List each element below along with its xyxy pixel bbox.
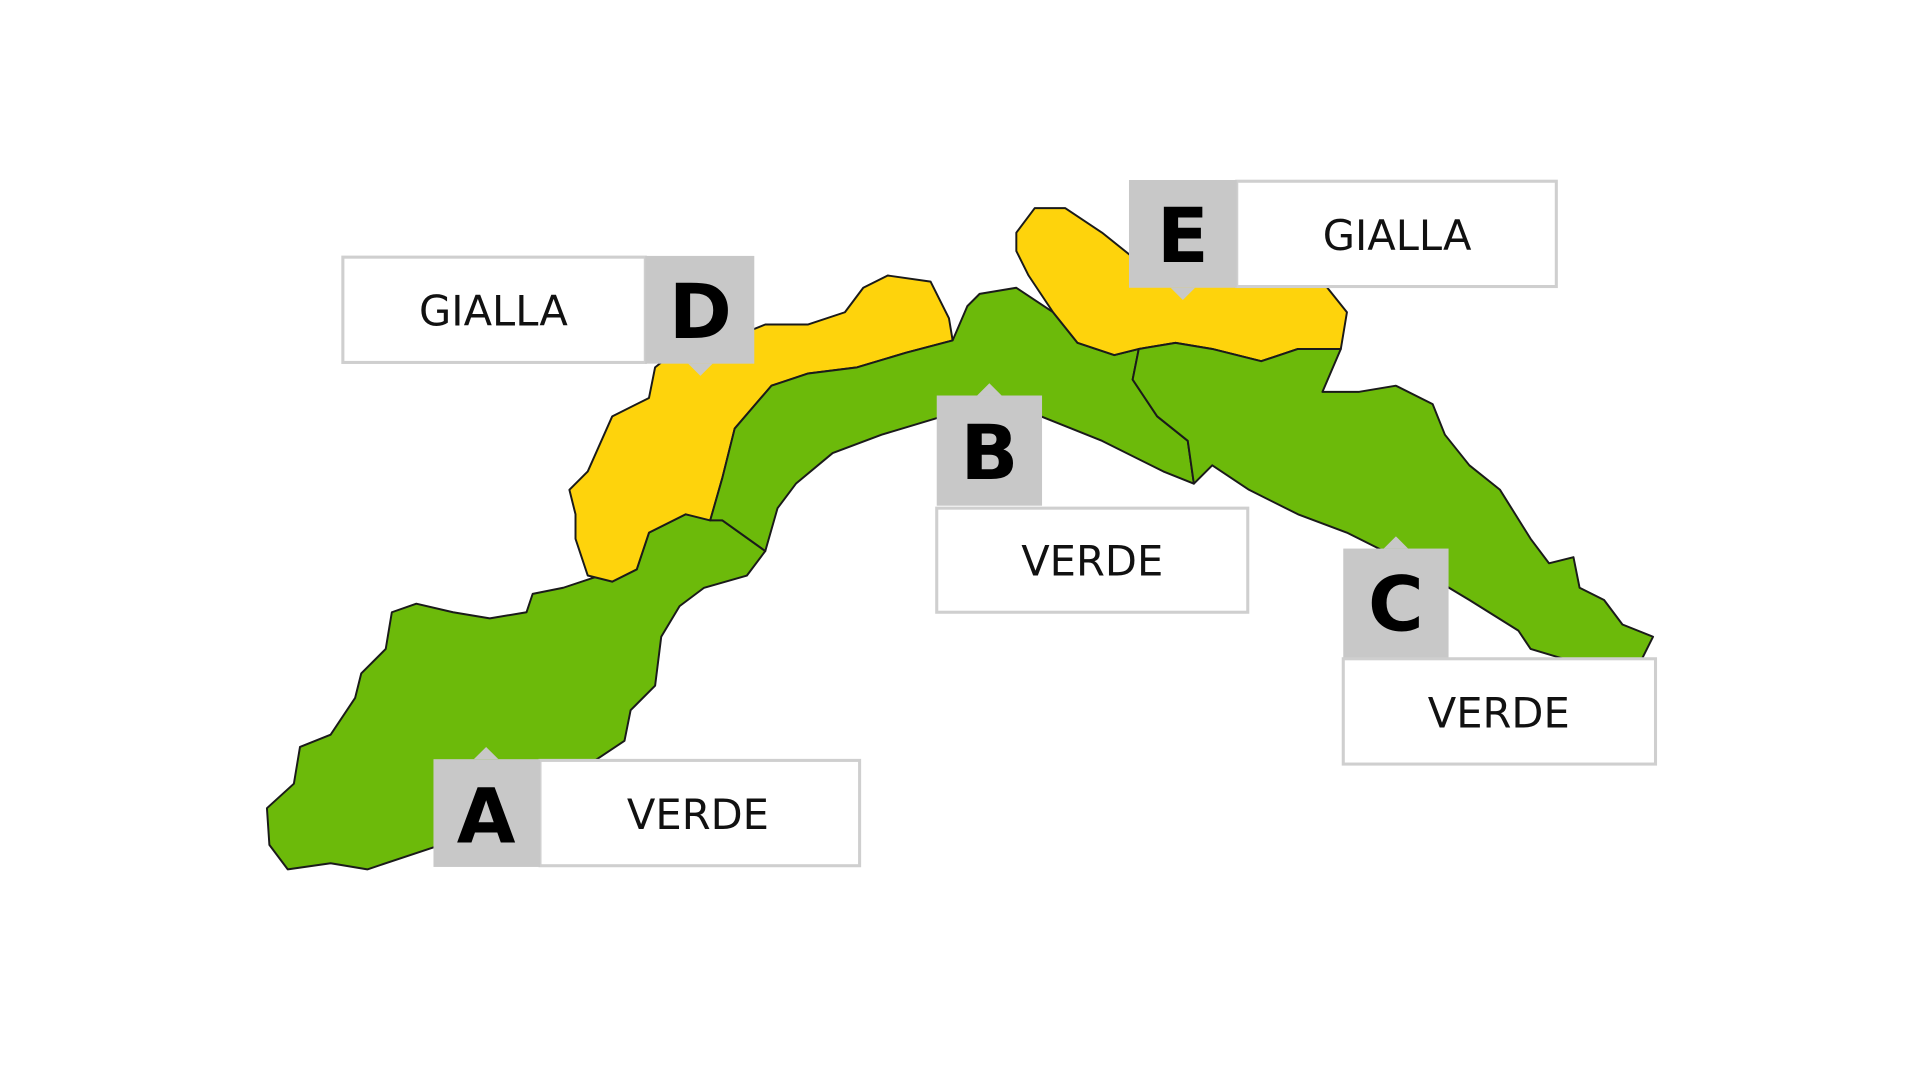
zone-d-letter: D — [669, 268, 732, 356]
zone-a-letter: A — [457, 772, 516, 860]
pointer-icon — [1170, 287, 1196, 300]
zone-d-label: GIALLA D — [341, 255, 755, 376]
zone-c-area[interactable] — [1131, 341, 1655, 669]
zone-e-status-box — [1235, 179, 1558, 289]
pointer-icon — [977, 383, 1002, 396]
zone-c-label: C VERDE — [1341, 536, 1658, 766]
zone-e-status: GIALLA — [1323, 211, 1472, 260]
pointer-icon — [688, 363, 713, 376]
zone-d-status-box — [341, 255, 647, 364]
pointer-icon — [1383, 536, 1409, 549]
zone-b-status: VERDE — [1021, 537, 1163, 586]
zone-e-letter: E — [1157, 192, 1209, 280]
zone-a-status-box — [538, 758, 862, 868]
zone-c-status-box — [1341, 657, 1658, 766]
zone-b-letter-box — [936, 395, 1043, 506]
zone-b-label: B VERDE — [935, 383, 1250, 614]
zone-c-letter-box — [1343, 548, 1449, 659]
zone-e-letter-box — [1128, 180, 1237, 288]
zone-b-letter: B — [960, 409, 1018, 497]
pointer-icon — [473, 746, 499, 760]
zone-d-status: GIALLA — [419, 287, 568, 336]
zone-e-label: GIALLA E — [1128, 179, 1558, 300]
zone-a-label: VERDE A — [433, 746, 862, 868]
zone-c-letter: C — [1368, 561, 1424, 649]
zone-d-letter-box — [645, 255, 755, 364]
zone-a-letter-box — [433, 759, 540, 867]
zone-c-status: VERDE — [1428, 688, 1570, 737]
zone-b-status-box — [935, 506, 1250, 614]
zone-a-status: VERDE — [627, 790, 769, 839]
